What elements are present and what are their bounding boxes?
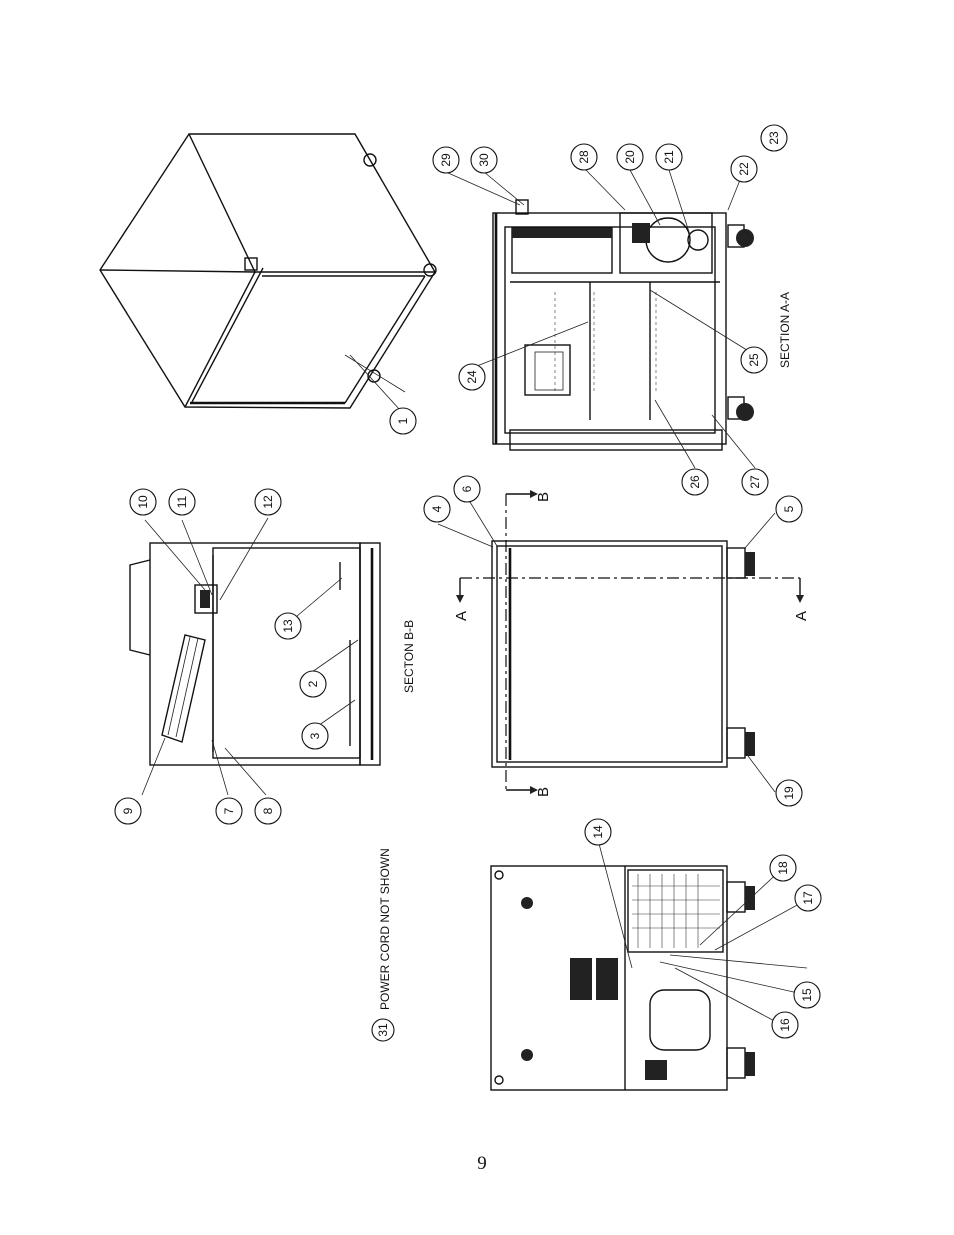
callout-19-label: 19 <box>782 786 796 800</box>
callout-15b: 15 <box>800 988 814 1002</box>
section-bb-label: SECTON B-B <box>402 620 416 693</box>
callout-30-label: 30 <box>477 153 491 167</box>
callout-29-label: 29 <box>439 153 453 167</box>
callout-21-label: 21 <box>662 150 676 164</box>
callout-6: 6 <box>453 475 481 503</box>
front-view: A A B B <box>437 490 810 797</box>
callout-14: 14 <box>584 818 612 846</box>
section-aa-view: SECTION A-A <box>349 167 792 469</box>
callout-12: 12 <box>254 488 282 516</box>
callout-15b-label: 15 <box>800 988 814 1002</box>
callout-28-label: 28 <box>577 150 591 164</box>
callout-9: 9 <box>114 797 142 825</box>
section-marker-b-top: B <box>535 492 552 502</box>
callout-14-label: 14 <box>591 825 605 839</box>
callout-4: 4 <box>423 495 451 523</box>
callout-23-label: 23 <box>767 131 781 145</box>
callout-7-label: 7 <box>222 807 236 814</box>
callout-1-label: 1 <box>396 417 410 424</box>
callout-28: 28 <box>570 143 598 171</box>
callout-24-label: 24 <box>465 370 479 384</box>
callout-8-label: 8 <box>261 807 275 814</box>
callout-3: 3 <box>301 722 329 750</box>
callout-25: 25 <box>740 346 768 374</box>
callout-31-label: 31 <box>376 1023 390 1037</box>
callout-20-label: 20 <box>623 150 637 164</box>
callout-2-label: 2 <box>306 680 320 687</box>
power-cord-note: POWER CORD NOT SHOWN <box>378 848 392 1010</box>
callout-11: 11 <box>168 488 196 516</box>
callout-18: 18 <box>769 854 797 882</box>
callout-30: 30 <box>470 146 498 174</box>
callout-2: 2 <box>299 670 327 698</box>
callout-9-label: 9 <box>121 807 135 814</box>
callout-25-label: 25 <box>747 353 761 367</box>
callout-10-label: 10 <box>136 495 150 509</box>
callout-12-label: 12 <box>261 495 275 509</box>
callout-23: 23 <box>760 124 788 152</box>
callout-31: 31 <box>371 1018 395 1042</box>
callout-20: 20 <box>616 143 644 171</box>
callout-27: 27 <box>741 468 769 496</box>
callout-5: 5 <box>775 495 803 523</box>
callout-27-label: 27 <box>748 475 762 489</box>
callout-5-label: 5 <box>782 505 796 512</box>
callout-16: 16 <box>771 1011 799 1039</box>
callout-11-label: 11 <box>175 495 189 508</box>
callout-21: 21 <box>655 143 683 171</box>
callout-10: 10 <box>129 488 157 516</box>
callout-4-label: 4 <box>430 505 444 512</box>
callout-7: 7 <box>215 797 243 825</box>
callout-1: 1 <box>389 407 417 435</box>
section-bb-view: SECTON B-B <box>129 517 416 796</box>
isometric-view <box>99 133 437 409</box>
section-aa-label: SECTION A-A <box>778 292 792 368</box>
callout-22: 22 <box>730 155 758 183</box>
section-marker-b-bottom: B <box>535 787 552 797</box>
callout-24: 24 <box>458 363 486 391</box>
callout-15a: 15 <box>793 981 821 1009</box>
callout-26: 26 <box>681 468 709 496</box>
callout-13: 13 <box>274 612 302 640</box>
callout-29: 29 <box>432 146 460 174</box>
callout-3-label: 3 <box>308 732 322 739</box>
bottom-view: POWER CORD NOT SHOWN <box>378 839 811 1091</box>
callout-6-label: 6 <box>460 485 474 492</box>
callout-19: 19 <box>775 779 803 807</box>
callout-16-label: 16 <box>778 1018 792 1032</box>
callout-15a-label: 15 <box>800 988 814 1002</box>
callout-13-label: 13 <box>281 619 295 633</box>
section-marker-a-left: A <box>453 611 470 621</box>
page-number: 9 <box>477 1153 487 1174</box>
callout-17: 17 <box>794 884 822 912</box>
callout-18-label: 18 <box>776 861 790 875</box>
callout-26-label: 26 <box>688 475 702 489</box>
callout-17-label: 17 <box>801 891 815 905</box>
callout-22-label: 22 <box>737 162 751 176</box>
section-marker-a-right: A <box>793 611 810 621</box>
callout-8: 8 <box>254 797 282 825</box>
